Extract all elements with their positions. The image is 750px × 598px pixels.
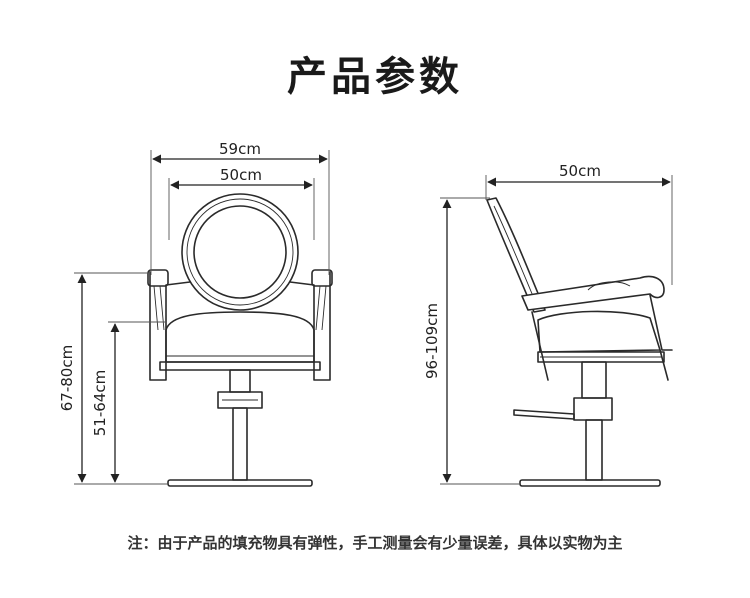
front-seat-width-label: 50cm	[220, 166, 262, 184]
front-overall-height-dimension	[74, 272, 168, 485]
front-seat-width-dimension	[168, 178, 315, 240]
front-view-chair	[147, 193, 333, 487]
front-overall-width-dimension	[150, 150, 330, 275]
side-height-label: 96-109cm	[423, 303, 441, 379]
front-width-label: 59cm	[219, 140, 261, 158]
disclaimer-note: 注：由于产品的填充物具有弹性，手工测量会有少量误差，具体以实物为主	[127, 534, 623, 552]
side-depth-dimension	[485, 175, 673, 285]
side-depth-label: 50cm	[559, 162, 601, 180]
front-seat-height-dimension	[108, 321, 166, 483]
front-seat-height-label: 51-64cm	[91, 370, 109, 436]
front-height-label: 67-80cm	[58, 345, 76, 411]
page-title: 产品参数	[287, 54, 463, 100]
side-view-chair	[486, 197, 673, 487]
side-height-dimension	[440, 197, 520, 485]
